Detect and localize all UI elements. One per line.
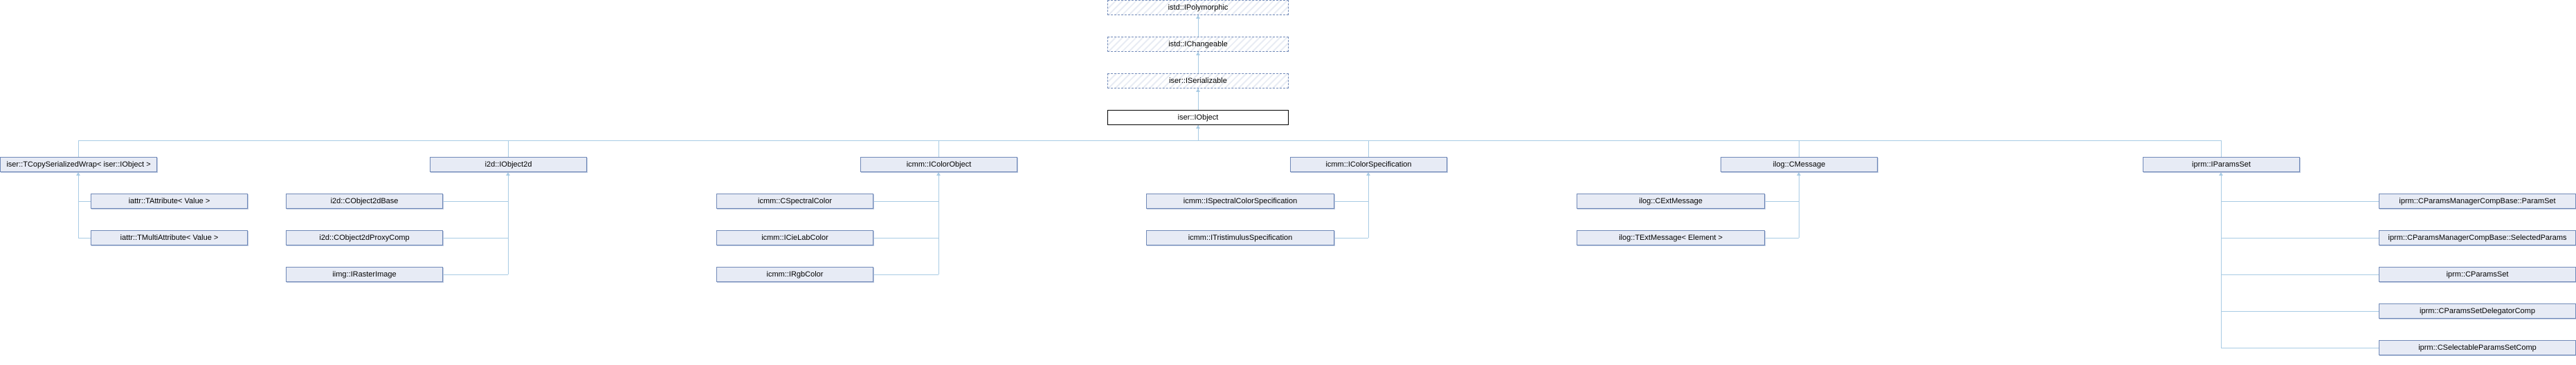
arrow-ichangeable — [1196, 52, 1200, 55]
class-node-icmm-ICieLabColor[interactable]: icmm::ICieLabColor — [716, 230, 873, 245]
edge-spine-iobject2d — [508, 172, 509, 274]
edge-drop-icolorobject — [938, 140, 939, 157]
edge-branch-cextmessage — [1765, 201, 1799, 202]
arrow-iobject — [1196, 125, 1200, 129]
class-node-iprm-CParamsSet[interactable]: iprm::CParamsSet — [2379, 267, 2576, 282]
edge-bus-horizontal — [78, 140, 2222, 141]
class-node-ilog-TExtMessage[interactable]: ilog::TExtMessage< Element > — [1577, 230, 1765, 245]
edge-iobject-bus — [1198, 125, 1199, 140]
arrow-icolorobject — [936, 172, 941, 176]
class-node-i2d-IObject2d[interactable]: i2d::IObject2d — [430, 157, 587, 172]
arrow-icolorspecification — [1366, 172, 1370, 176]
arrow-cmessage — [1797, 172, 1801, 176]
class-node-ilog-CMessage[interactable]: ilog::CMessage — [1721, 157, 1878, 172]
arrow-tcopyserializedwrap — [76, 172, 80, 176]
class-node-iattr-TMultiAttribute[interactable]: iattr::TMultiAttribute< Value > — [91, 230, 248, 245]
class-node-i2d-CObject2dProxyComp[interactable]: i2d::CObject2dProxyComp — [286, 230, 443, 245]
class-node-iattr-TAttribute[interactable]: iattr::TAttribute< Value > — [91, 194, 248, 209]
edge-branch-irasterimage — [443, 274, 508, 275]
edge-iserializable-iobject — [1198, 88, 1199, 110]
class-node-iprm-IParamsSet[interactable]: iprm::IParamsSet — [2143, 157, 2300, 172]
class-node-icmm-ISpectralColorSpecification[interactable]: icmm::ISpectralColorSpecification — [1146, 194, 1334, 209]
arrow-ipolymorphic — [1196, 15, 1200, 19]
edge-branch-cparamsset — [2221, 274, 2379, 275]
edge-branch-paramset — [2221, 201, 2379, 202]
edge-drop-tcopyserializedwrap — [78, 140, 79, 157]
class-node-iprm-CParamsSetDelegatorComp[interactable]: iprm::CParamsSetDelegatorComp — [2379, 303, 2576, 319]
edge-branch-irgbcolor — [873, 274, 938, 275]
edge-branch-ispectralcolorspecification — [1334, 201, 1368, 202]
arrow-iparamsset — [2219, 172, 2223, 176]
edge-spine-tcopyserializedwrap — [78, 172, 79, 238]
class-node-iprm-CParamsManagerCompBase-ParamSet[interactable]: iprm::CParamsManagerCompBase::ParamSet — [2379, 194, 2576, 209]
class-node-istd-IPolymorphic[interactable]: istd::IPolymorphic — [1107, 0, 1289, 15]
class-node-icmm-CSpectralColor[interactable]: icmm::CSpectralColor — [716, 194, 873, 209]
class-node-iser-TCopySerializedWrap[interactable]: iser::TCopySerializedWrap< iser::IObject… — [0, 157, 157, 172]
edge-spine-iparamsset — [2221, 172, 2222, 348]
class-node-icmm-IRgbColor[interactable]: icmm::IRgbColor — [716, 267, 873, 282]
class-node-i2d-CObject2dBase[interactable]: i2d::CObject2dBase — [286, 194, 443, 209]
edge-branch-cspectralcolor — [873, 201, 938, 202]
class-node-icmm-IColorObject[interactable]: icmm::IColorObject — [860, 157, 1017, 172]
class-node-icmm-IColorSpecification[interactable]: icmm::IColorSpecification — [1290, 157, 1447, 172]
class-node-iser-IObject[interactable]: iser::IObject — [1107, 110, 1289, 125]
class-node-icmm-ITristimulusSpecification[interactable]: icmm::ITristimulusSpecification — [1146, 230, 1334, 245]
class-node-iser-ISerializable[interactable]: iser::ISerializable — [1107, 73, 1289, 88]
edge-branch-cparamssetdelegatorcomp — [2221, 311, 2379, 312]
edge-drop-iparamsset — [2221, 140, 2222, 157]
edge-spine-icolorspecification — [1368, 172, 1369, 238]
edge-ichangeable-iserializable — [1198, 52, 1199, 73]
edge-spine-icolorobject — [938, 172, 939, 274]
edge-drop-icolorspecification — [1368, 140, 1369, 157]
edge-branch-cobject2dbase — [443, 201, 508, 202]
class-node-ilog-CExtMessage[interactable]: ilog::CExtMessage — [1577, 194, 1765, 209]
class-node-istd-IChangeable[interactable]: istd::IChangeable — [1107, 37, 1289, 52]
arrow-iserializable — [1196, 88, 1200, 92]
edge-ipolymorphic-ichangeable — [1198, 15, 1199, 37]
edge-branch-tattribute — [78, 201, 91, 202]
class-node-iprm-CSelectableParamsSetComp[interactable]: iprm::CSelectableParamsSetComp — [2379, 340, 2576, 355]
arrow-iobject2d — [506, 172, 510, 176]
class-node-iimg-IRasterImage[interactable]: iimg::IRasterImage — [286, 267, 443, 282]
class-node-iprm-CParamsManagerCompBase-SelectedParams[interactable]: iprm::CParamsManagerCompBase::SelectedPa… — [2379, 230, 2576, 245]
edge-drop-iobject2d — [508, 140, 509, 157]
